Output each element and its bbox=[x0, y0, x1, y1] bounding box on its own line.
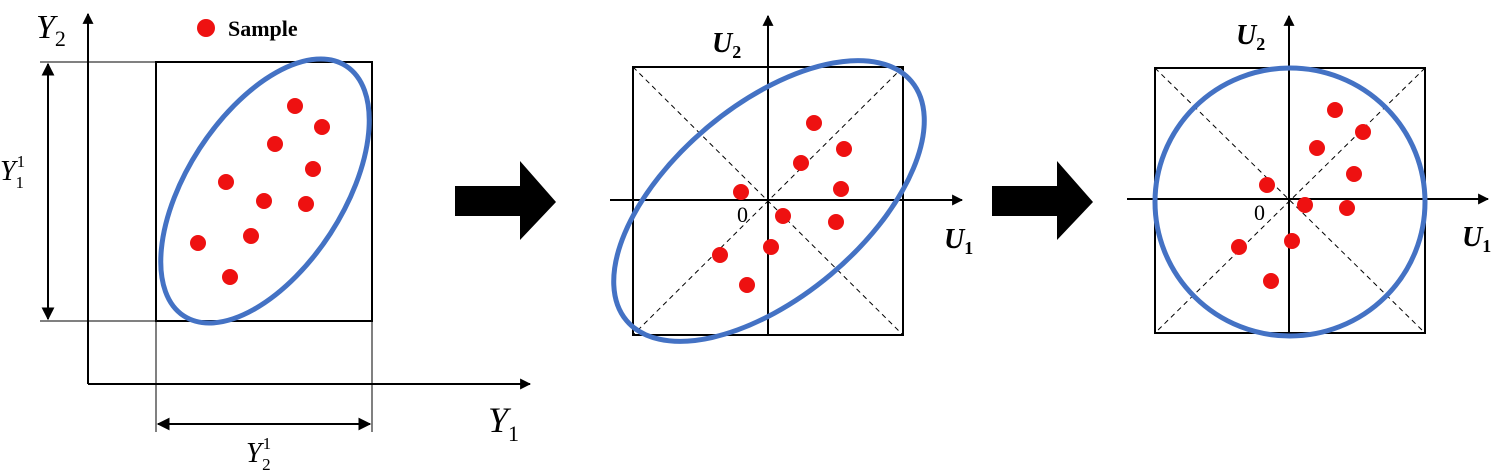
sample-point bbox=[267, 136, 283, 152]
sample-point bbox=[828, 214, 844, 230]
sample-point bbox=[1231, 239, 1247, 255]
sample-point bbox=[190, 235, 206, 251]
u1-axis-label: U1 bbox=[944, 224, 973, 258]
sample-point bbox=[806, 115, 822, 131]
sample-point bbox=[712, 247, 728, 263]
sample-point bbox=[1309, 140, 1325, 156]
sample-point bbox=[775, 208, 791, 224]
sample-point bbox=[314, 119, 330, 135]
sample-point bbox=[833, 181, 849, 197]
sample-ellipse bbox=[158, 56, 372, 326]
sample-point bbox=[1259, 177, 1275, 193]
u2-axis-label: U2 bbox=[1236, 20, 1265, 54]
sample-point bbox=[1346, 166, 1362, 182]
sample-point bbox=[1284, 233, 1300, 249]
legend-marker bbox=[197, 19, 215, 37]
sample-point bbox=[1263, 273, 1279, 289]
panel-whitened: 0 U2 U1 bbox=[1127, 14, 1491, 339]
sample-point bbox=[1355, 124, 1371, 140]
u2-axis-label: U2 bbox=[712, 28, 741, 62]
origin-label: 0 bbox=[1254, 200, 1265, 225]
sample-point bbox=[836, 141, 852, 157]
sample-point bbox=[256, 193, 272, 209]
sample-point bbox=[222, 269, 238, 285]
step-arrow-1 bbox=[455, 161, 556, 240]
sample-ellipse bbox=[611, 58, 927, 344]
sample-point bbox=[218, 174, 234, 190]
sample-point bbox=[305, 161, 321, 177]
sample-points bbox=[1231, 102, 1371, 289]
u1-axis-label: U1 bbox=[1462, 222, 1491, 256]
sample-point bbox=[298, 196, 314, 212]
sample-point bbox=[243, 228, 259, 244]
step-arrow-2 bbox=[992, 161, 1093, 240]
sample-point bbox=[1327, 102, 1343, 118]
panel-centered: 0 U2 U1 bbox=[610, 14, 973, 344]
legend-label: Sample bbox=[228, 16, 298, 41]
sample-points bbox=[190, 98, 330, 285]
y2-axis-label: Y2 bbox=[36, 9, 66, 51]
sample-point bbox=[739, 277, 755, 293]
sample-point bbox=[733, 184, 749, 200]
sample-point bbox=[793, 155, 809, 171]
origin-label: 0 bbox=[737, 202, 748, 227]
bounding-box bbox=[155, 61, 373, 322]
sample-point bbox=[1297, 197, 1313, 213]
sample-point bbox=[287, 98, 303, 114]
sample-point bbox=[1339, 200, 1355, 216]
y1-axis-label: Y1 bbox=[488, 400, 519, 446]
sample-circle bbox=[1152, 65, 1428, 339]
sample-points bbox=[712, 115, 852, 293]
sample-point bbox=[763, 239, 779, 255]
